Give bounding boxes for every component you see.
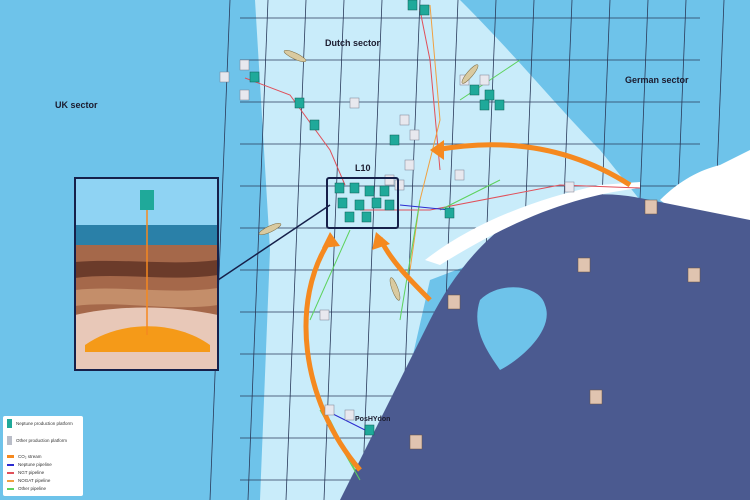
other-platform-icon — [344, 409, 355, 421]
neptune-platform-icon — [349, 182, 360, 194]
other-platform-icon — [239, 89, 250, 101]
l10-field-label: L10 — [355, 163, 371, 173]
other-platform-icon — [404, 159, 415, 171]
neptune-platform-icon — [344, 211, 355, 223]
poshydon-label: PosHYdon — [355, 416, 391, 423]
legend-item-other-platform: Other production platform — [7, 436, 67, 445]
netherlands-land — [340, 194, 750, 500]
legend-item-neptune-platform: Neptune production platform — [7, 419, 73, 428]
ship-icon — [461, 64, 479, 84]
legend-item-co2-stream: CO₂ stream — [7, 454, 42, 459]
co2-arrow — [303, 238, 362, 472]
ship-icon — [283, 49, 307, 63]
neptune-platform-icon — [249, 71, 260, 83]
neptune-platform-icon — [7, 419, 12, 428]
pipeline — [360, 184, 641, 211]
frisian-islands — [425, 182, 640, 265]
pipeline — [309, 229, 351, 321]
co2-arrow — [434, 142, 632, 188]
other-platform-icon — [239, 59, 250, 71]
neptune-platform-icon — [389, 134, 400, 146]
other-platform-icon — [564, 181, 575, 193]
german-sector-label: German sector — [625, 75, 689, 85]
neptune-platform-icon — [294, 97, 305, 109]
neptune-platform-icon — [469, 84, 480, 96]
other-platform-icon — [454, 169, 465, 181]
uk-sector-label: UK sector — [55, 100, 98, 110]
neptune-platform-icon — [364, 185, 375, 197]
other-platform-icon — [7, 436, 12, 445]
other-platform-icon — [399, 114, 410, 126]
neptune-platform-icon — [419, 4, 430, 16]
co2-stream-arrows — [303, 140, 632, 472]
industrial-site-icon — [589, 389, 603, 405]
industrial-site-icon — [687, 267, 701, 283]
other-platform-icon — [479, 74, 490, 86]
neptune-platform-icon — [494, 99, 505, 111]
co2-arrow-head — [372, 232, 390, 250]
pipeline — [439, 179, 501, 211]
pipeline — [409, 4, 441, 271]
legend-item-nogat-pipeline: NOGAT pipeline — [7, 478, 50, 483]
industrial-site-icon — [577, 257, 591, 273]
neptune-platform-icon — [361, 211, 372, 223]
neptune-platform-icon — [384, 199, 395, 211]
co2-arrow-head — [322, 232, 340, 248]
ijsselmeer — [477, 287, 547, 370]
other-platform-icon — [219, 71, 230, 83]
industrial-site-icon — [409, 434, 423, 450]
pipeline — [399, 199, 421, 321]
pipeline — [399, 204, 451, 211]
legend-item-other-pipeline: Other pipeline — [7, 486, 46, 491]
neptune-platform-icon — [309, 119, 320, 131]
grid-line — [285, 0, 307, 500]
neptune-platform-icon — [337, 197, 348, 209]
industrial-site-icon — [644, 199, 658, 215]
legend-item-neptune-pipeline: Neptune pipeline — [7, 462, 52, 467]
neptune-platform-icon — [354, 199, 365, 211]
platforms — [219, 0, 701, 450]
other-platform-icon — [394, 179, 405, 191]
neptune-platform-icon — [407, 0, 418, 11]
other-platform-icon — [319, 309, 330, 321]
other-platform-icon — [409, 129, 420, 141]
grid-line — [247, 0, 269, 500]
ship-icon — [258, 222, 282, 236]
neptune-platform-icon — [364, 424, 375, 436]
legend-item-ngt-pipeline: NGT pipeline — [7, 470, 44, 475]
dutch-sector-label: Dutch sector — [325, 38, 381, 48]
neptune-platform-icon — [479, 99, 490, 111]
reservoir-cross-section-inset — [74, 177, 219, 371]
co2-arrow-icon — [7, 455, 14, 458]
inset-connector — [217, 204, 331, 281]
other-platform-icon — [324, 404, 335, 416]
neptune-platform-icon — [371, 197, 382, 209]
other-platform-icon — [349, 97, 360, 109]
neptune-platform-icon — [444, 207, 455, 219]
co2-arrow-head — [430, 140, 444, 160]
l10-highlight-box — [326, 177, 399, 229]
ship-icon — [389, 277, 401, 301]
industrial-site-icon — [447, 294, 461, 310]
other-platform-icon — [384, 174, 395, 186]
neptune-platform-icon — [334, 182, 345, 194]
grid-line — [209, 0, 231, 500]
neptune-platform-icon — [484, 89, 495, 101]
map-legend: Neptune production platform Other produc… — [3, 416, 83, 496]
neptune-platform-icon — [379, 185, 390, 197]
